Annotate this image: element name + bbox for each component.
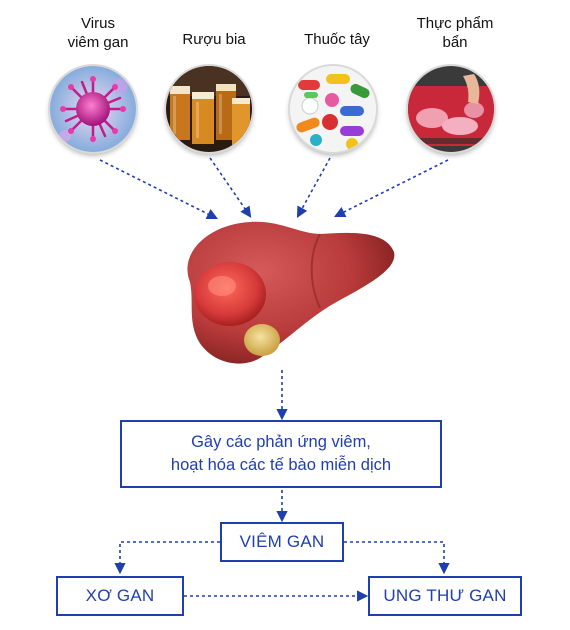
cause-label-virus: Virus viêm gan <box>67 15 129 51</box>
arrow-food-to-liver <box>333 159 449 218</box>
inflammation-line-2: hoạt hóa các tế bào miễn dịch <box>170 456 392 474</box>
arrow-hepatitis-to-cancer <box>344 541 450 575</box>
liver-cancer-label: UNG THƯ GAN <box>383 586 507 605</box>
arrow-alcohol-to-liver <box>209 157 252 218</box>
cirrhosis-box: XƠ GAN <box>56 576 184 616</box>
pills-icon <box>290 66 376 152</box>
hepatitis-box: VIÊM GAN <box>220 522 344 562</box>
cause-label-medicine: Thuốc tây <box>304 31 370 48</box>
virus-image <box>50 66 136 152</box>
dirty-food-image <box>408 66 494 152</box>
liver-cancer-box: UNG THƯ GAN <box>368 576 522 616</box>
arrow-hepatitis-to-cirrhosis <box>114 541 220 575</box>
cause-label-alcohol: Rượu bia <box>182 31 246 48</box>
liver-icon <box>187 221 395 364</box>
cause-label-dirty-food: Thực phẩm bẩn <box>416 15 494 51</box>
arrow-virus-to-liver <box>99 159 219 220</box>
inflammation-line-1: Gây các phản ứng viêm, <box>191 433 371 451</box>
beer-image <box>166 66 252 152</box>
cirrhosis-label: XƠ GAN <box>85 586 155 605</box>
inflammation-response-box: Gây các phản ứng viêm, hoạt hóa các tế b… <box>120 420 442 488</box>
beer-glass-icon <box>166 66 252 152</box>
raw-meat-icon <box>408 66 494 152</box>
pills-image <box>290 66 376 152</box>
arrow-medicine-to-liver <box>296 157 331 218</box>
virus-icon <box>50 66 136 152</box>
hepatitis-label: VIÊM GAN <box>239 532 325 551</box>
